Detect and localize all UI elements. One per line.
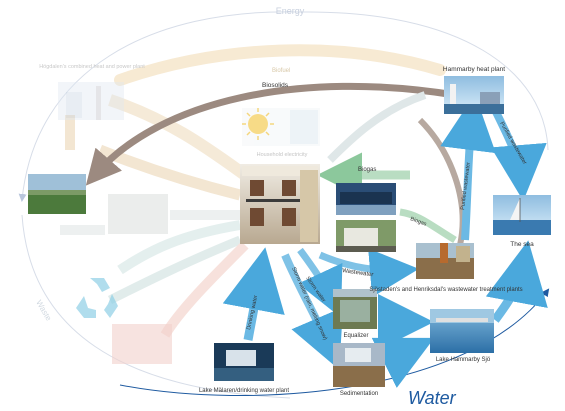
wastewater-arrow (318, 248, 419, 298)
hogdalen-label-text: Högdalen's combined heat and power plant (39, 64, 145, 70)
biogas-label-1: Biogas (358, 167, 376, 173)
hogdalen-label: Högdalen's combined heat and power plant (39, 64, 145, 70)
sjostaden-image (416, 243, 474, 279)
lake-sjo-label: Lake Hammarby Sjö (436, 357, 491, 363)
equalizer-image (333, 289, 377, 329)
sea-label: The sea (510, 241, 534, 248)
energy-cycle-line (18, 11, 301, 202)
sedimentation-label: Sedimentation (340, 391, 378, 397)
biosolids-arrow (85, 82, 456, 186)
field-image (28, 174, 86, 214)
waste-cycle-line (21, 214, 291, 399)
faded-waste-arrow-2 (107, 235, 242, 305)
faded-arrow-1 (108, 94, 249, 180)
hogdalen-image (58, 82, 124, 120)
faded-biogas-arrow (327, 91, 427, 163)
wastewater-label: Wastewater (342, 268, 374, 278)
bus-image-1 (336, 183, 396, 215)
equalizer-label: Equalizer (343, 333, 368, 339)
hammarby-heat-label: Hammarby heat plant (443, 66, 505, 73)
water-cycle-label: Water (408, 388, 457, 408)
malaren-label: Lake Mälaren/drinking water plant (199, 388, 289, 394)
faded-waste-arrow-1 (117, 220, 241, 275)
recycle-icon (76, 278, 118, 318)
landfill-image (108, 194, 168, 234)
energy-cycle-line-right (299, 11, 549, 151)
purified-wastewater-arrow (440, 94, 496, 241)
sun-icon (242, 108, 274, 140)
biogas-arrow-2 (399, 208, 457, 244)
faded-waste-image (112, 324, 172, 364)
biofuel-arrow (114, 44, 446, 86)
storm-water-rain-arrow (281, 253, 343, 370)
hammarby-heat-plant-image (444, 76, 504, 114)
purified-wastewater-label: Purified wastewater (460, 162, 472, 211)
sedimentation-image (333, 343, 385, 387)
sea-image (493, 195, 551, 235)
storm-water-arrow (297, 247, 343, 318)
biosolids-return-arrow (417, 117, 466, 246)
biosolids-label: Biosolids (262, 82, 289, 89)
bus-image-2 (336, 220, 396, 252)
lake-to-sea-arrow (485, 240, 548, 323)
biofuel-label: Biofuel (272, 68, 290, 74)
energy-cycle-label: Energy (276, 6, 305, 16)
sedimentation-to-lake-arrow (371, 337, 435, 388)
household-label: Household electricity (257, 152, 308, 158)
sjostaden-label: Sjöstaden's and Henriksdal's wastewater … (369, 287, 522, 293)
purified-wastewater-arrow-2 (490, 108, 547, 201)
building-image (240, 164, 320, 244)
lake-hammarby-sjo-image (430, 309, 494, 353)
biogas-label-2: Biogas (409, 216, 427, 227)
lake-malaren-image (214, 343, 274, 381)
drinking-water-arrow (222, 247, 285, 341)
